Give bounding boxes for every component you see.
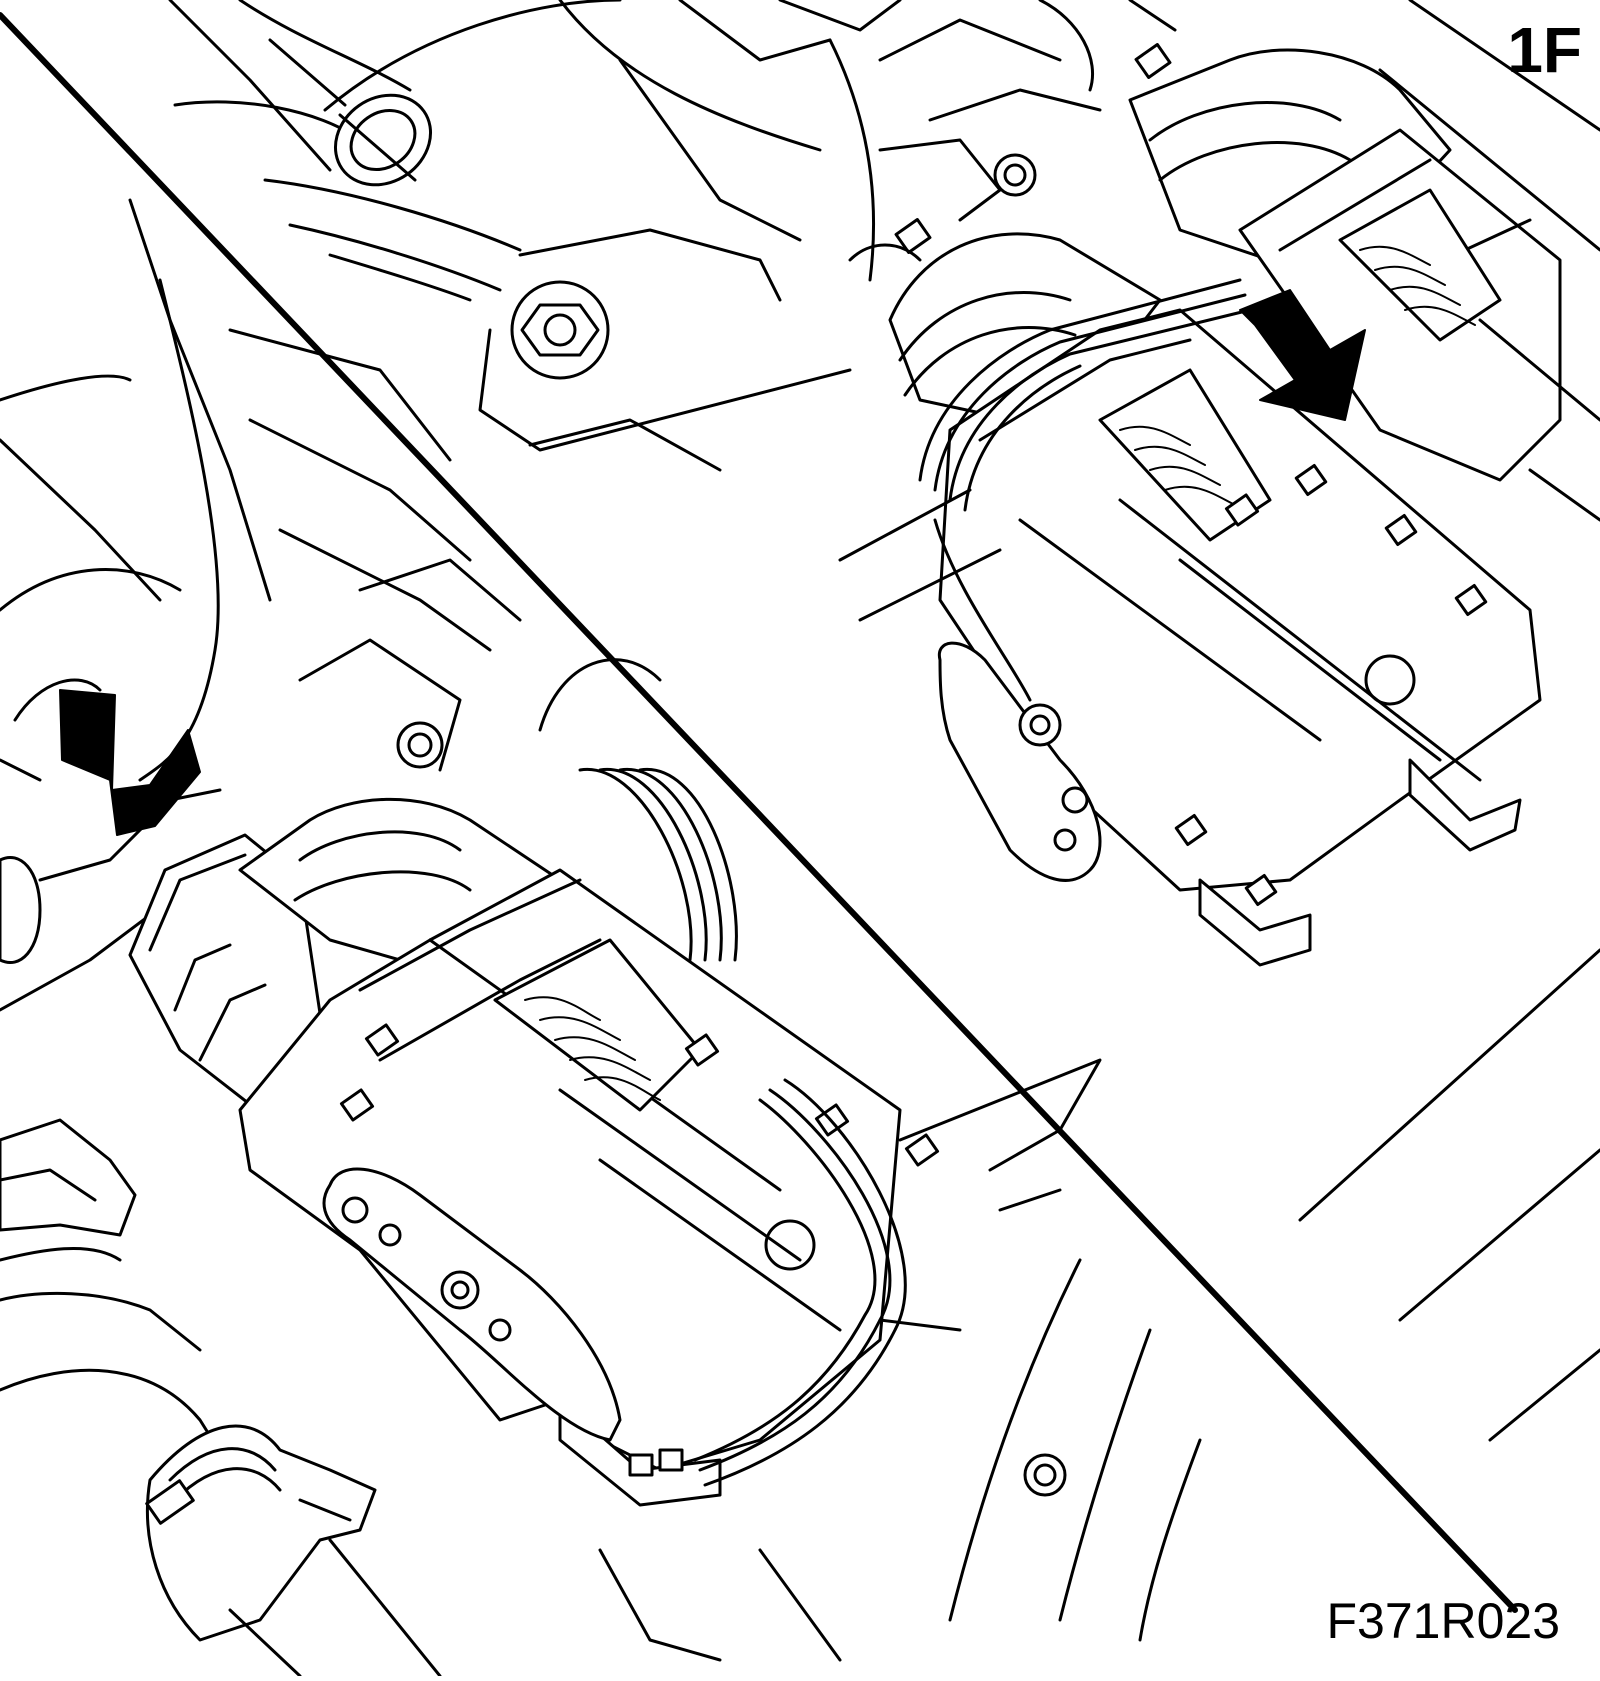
up-left-arrow-icon <box>59 689 201 836</box>
socket-hole <box>1364 654 1416 706</box>
mount-hole <box>993 153 1037 197</box>
bolt-head <box>510 280 610 380</box>
engine-block-top <box>168 0 1177 472</box>
mount-hole <box>1023 1453 1067 1497</box>
down-right-arrow-icon <box>1239 289 1366 421</box>
lower-left-pipes <box>0 1118 442 1678</box>
socket-hole <box>764 1219 816 1271</box>
engine-block-right <box>598 0 1600 1662</box>
step-label: 1F <box>1507 14 1582 86</box>
divider-line <box>0 12 1518 1613</box>
figure-code: F371R023 <box>1326 1593 1561 1649</box>
pipe-end <box>333 93 433 187</box>
bracket <box>937 641 1102 882</box>
mount-hole <box>396 721 444 769</box>
ignition-coil-left <box>128 658 940 1507</box>
ignition-coil-right <box>838 43 1562 1497</box>
